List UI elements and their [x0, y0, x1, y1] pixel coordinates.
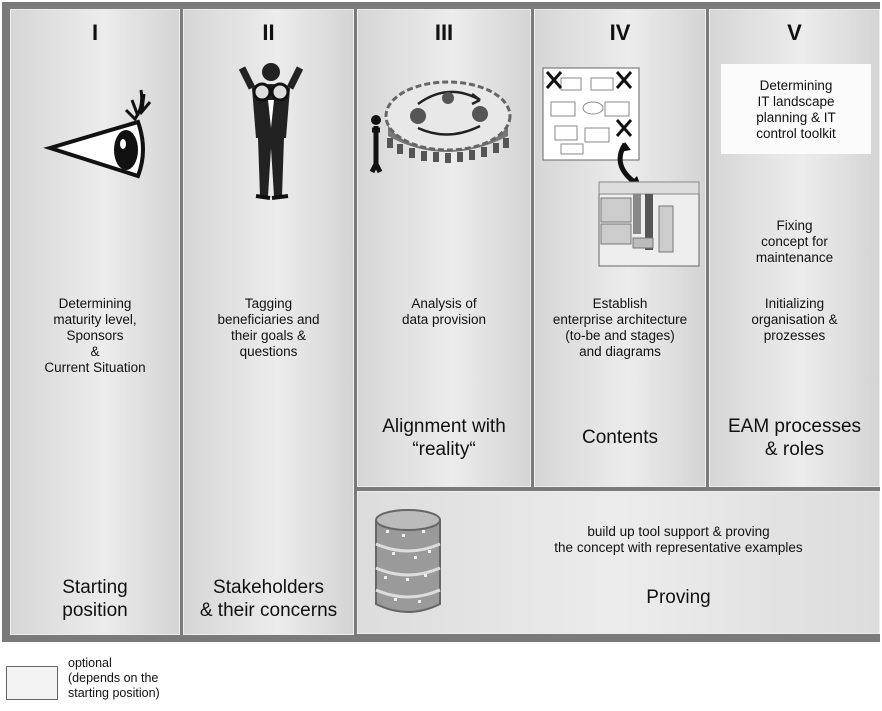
- column-numeral: III: [434, 20, 454, 45]
- diagram-frame: I Determining maturity level, Sponsors &…: [2, 2, 880, 642]
- diagram-transform-icon: [542, 67, 700, 267]
- column-starting-position: I Determining maturity level, Sponsors &…: [10, 9, 180, 635]
- phase-title: Starting position: [62, 577, 128, 621]
- phase-title: Stakeholders & their concerns: [199, 577, 338, 621]
- column-description: Tagging beneficiaries and their goals & …: [217, 296, 320, 359]
- optional-box-text: Determining IT landscape planning & IT c…: [756, 78, 836, 141]
- column-numeral: I: [91, 20, 99, 45]
- column-numeral: IV: [609, 20, 631, 45]
- phase-title: Proving: [646, 587, 711, 608]
- column-numeral: V: [787, 20, 802, 45]
- column-description: Establish enterprise architecture (to-be…: [552, 296, 688, 359]
- phase-title: Alignment with “reality“: [382, 416, 506, 460]
- column-stakeholders: II Tagging beneficiaries and their goals…: [183, 9, 354, 635]
- column-description: Analysis of data provision: [401, 296, 487, 327]
- column-alignment: III Analysis of data provision Alignment…: [357, 9, 531, 487]
- eye-icon: [43, 89, 152, 179]
- legend-swatch: [6, 666, 58, 700]
- column-contents: IV Establish enterprise architec: [534, 9, 706, 487]
- optional-box: Determining IT landscape planning & IT c…: [721, 64, 871, 154]
- proving-description: build up tool support & proving the conc…: [554, 524, 803, 555]
- proving-band: build up tool support & proving the conc…: [357, 491, 880, 634]
- column-numeral: II: [262, 20, 275, 45]
- gear-cycle-icon: [369, 80, 512, 174]
- column-eam-processes: V Determining IT landscape planning & IT…: [709, 9, 880, 487]
- legend-text: optional (depends on the starting positi…: [68, 656, 160, 700]
- phase-title: EAM processes & roles: [727, 416, 862, 460]
- person-binoculars-icon: [238, 63, 304, 200]
- phase-title: Contents: [581, 427, 659, 448]
- column-description: Determining maturity level, Sponsors & C…: [44, 296, 146, 375]
- column-description: Fixing concept for maintenance: [755, 218, 834, 265]
- database-icon: [375, 509, 441, 613]
- column-description-2: Initializing organisation & prozesses: [751, 296, 838, 343]
